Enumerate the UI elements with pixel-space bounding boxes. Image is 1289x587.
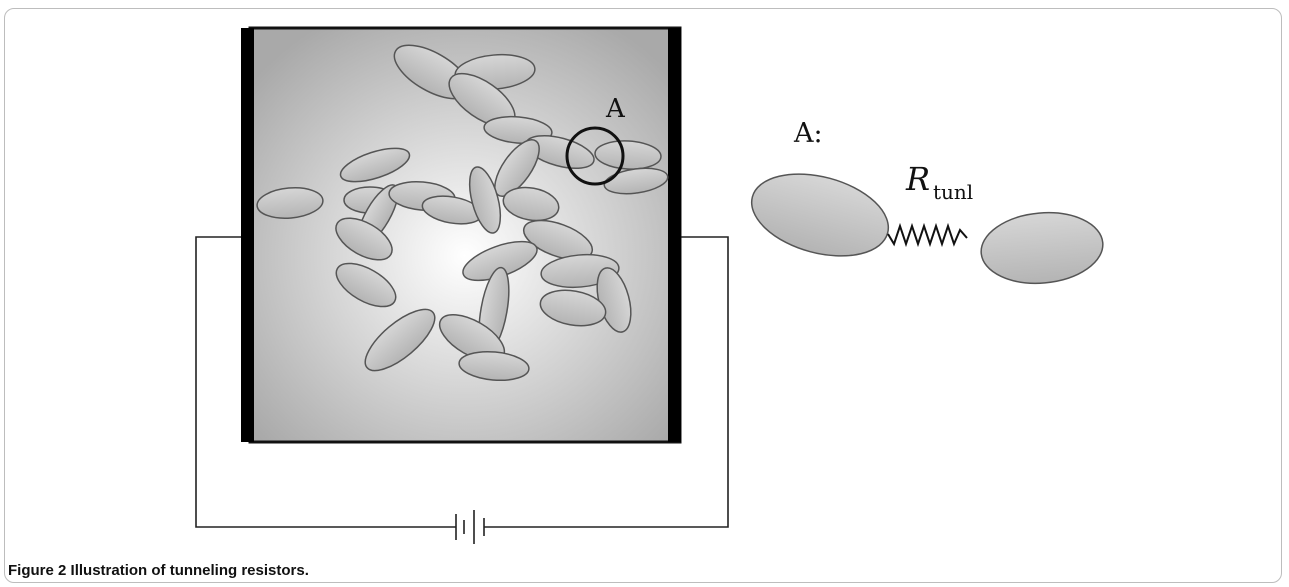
figure-caption: Figure 2 Illustration of tunneling resis… bbox=[8, 562, 1278, 579]
filler-particle bbox=[256, 187, 324, 219]
filler-particles bbox=[256, 44, 669, 382]
battery-icon bbox=[455, 510, 485, 544]
filler-particle bbox=[603, 167, 669, 195]
filler-particle bbox=[339, 147, 411, 183]
junction-highlight-circle bbox=[565, 126, 625, 186]
filler-particle bbox=[594, 140, 662, 170]
filler-particle bbox=[458, 350, 530, 382]
left-electrode bbox=[241, 28, 254, 442]
filler-particle bbox=[335, 262, 397, 308]
tunneling-resistor-icon bbox=[887, 222, 968, 248]
circuit-wires bbox=[195, 236, 729, 528]
filler-particle bbox=[522, 219, 594, 261]
caption-number: Figure 2 bbox=[8, 562, 67, 579]
inset-particles bbox=[750, 173, 1104, 285]
filler-particle bbox=[502, 186, 560, 222]
right-electrode bbox=[668, 28, 681, 442]
resistor-symbol: R bbox=[905, 160, 930, 198]
filler-particle bbox=[335, 217, 393, 261]
filler-particle bbox=[468, 166, 502, 234]
inset-particle-left bbox=[750, 173, 890, 257]
junction-label: A bbox=[605, 94, 626, 124]
caption-text: Illustration of tunneling resistors. bbox=[70, 562, 309, 579]
inset-label: A: bbox=[793, 118, 823, 149]
figure-frame bbox=[4, 8, 1282, 583]
filler-particle bbox=[364, 308, 436, 372]
resistor-subscript: tunl bbox=[933, 180, 973, 204]
filler-particle bbox=[494, 139, 540, 197]
filler-particle bbox=[539, 289, 607, 327]
inset-particle-right bbox=[980, 211, 1104, 285]
